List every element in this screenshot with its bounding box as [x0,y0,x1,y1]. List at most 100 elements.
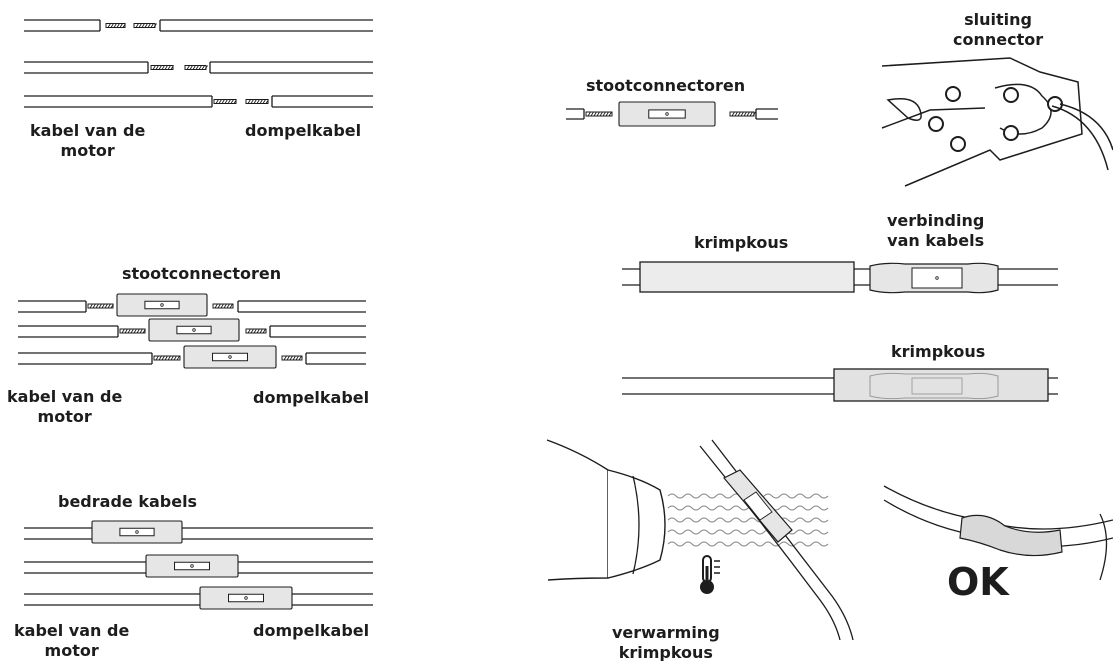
pump-wire-strand [133,23,157,28]
strand-twist [135,23,157,28]
strand-twist [247,328,266,334]
pump-wire-strand [281,355,303,361]
connector-core [212,352,248,362]
tool-outline [881,57,1083,187]
connector-core [911,267,963,289]
shrink-tube-icon [639,261,855,293]
strand-twist [186,65,208,70]
strand-twist [107,23,126,28]
butt-connector-icon [199,586,293,610]
motor-cable [18,352,153,365]
tool-jaw [994,83,1052,135]
nozzle-ring [632,475,640,575]
submersible-cable [269,325,366,338]
panel-shrink-tube-over-joint [622,368,1058,402]
connector-core [119,527,155,537]
connector-core [228,593,264,603]
hidden-core [911,377,963,395]
connector-core [176,325,212,335]
heat-gun-icon [546,439,609,581]
connector-core [743,491,773,521]
connector-hole [135,530,139,534]
butt-connectors-title-right: stootconnectoren [586,76,746,95]
strand-twist [587,111,612,117]
motor-cable [24,61,149,74]
tool-pin [950,136,966,152]
pump-wire-strand [245,328,267,334]
heat-wave [667,529,829,535]
crimp-tool-icon [881,57,1113,187]
motor-wire-strand [87,303,114,309]
tool-pin [928,116,944,132]
panel-crimped-cables [24,520,373,610]
strand-twist [214,303,233,309]
heat-wave [667,505,829,511]
hidden-connector [869,372,999,400]
connector-hole [192,328,196,332]
submersible-cable [237,300,366,313]
connector-core [648,109,686,119]
connector-hole [665,112,669,116]
cable-bend [1099,513,1108,581]
tool-handle [881,107,986,129]
submersible-cable [755,108,778,120]
thermometer-bulb [700,580,714,594]
tool-pin [945,86,961,102]
motor-wire-strand [585,111,613,117]
tool-pin [1003,87,1019,103]
motor-wire-strand [119,328,146,334]
strand-twist [215,99,237,104]
connector-hole [244,596,248,600]
butt-connector-icon [145,554,239,578]
heat-wave [667,541,829,547]
heated-cable [711,439,854,641]
motor-cable [18,325,119,338]
strand-twist [283,355,302,361]
submersible-cable [305,352,366,365]
connector-hole [190,564,194,568]
motor-wire-strand [153,355,181,361]
motor-cable [24,561,146,574]
strand-twist [152,65,174,70]
panel-heat-gun [546,439,854,641]
tool-cable [1059,103,1113,151]
strand-twist [121,328,146,334]
panel-finished-joint [883,485,1113,581]
motor-wire-strand [105,23,126,28]
shrink-tube-title-1: krimpkous [694,233,789,252]
motor-cable [24,593,200,606]
connector-core [144,300,180,310]
butt-connector-icon [618,101,716,127]
butt-connectors-title-left: stootconnectoren [122,264,282,283]
motor-cable [24,19,101,32]
connector-hole [160,303,164,307]
submersible-cable [159,19,373,32]
motor-cable [18,300,87,313]
pump-wire-strand [184,65,208,70]
submersible-cable [292,593,373,606]
submersible-cable [209,61,373,74]
strand-twist [731,111,756,117]
ok-label: OK [947,560,1009,604]
panel-stripped-cables [24,19,373,108]
motor-wire-strand [213,99,237,104]
butt-connector-icon [148,318,240,342]
motor-cable [24,95,213,108]
submersible-cable-label-3: dompelkabel [253,621,370,640]
butt-connector-icon [91,520,183,544]
crimped-cables-title: bedrade kabels [58,492,198,511]
submersible-cable [182,527,373,540]
connector-hole [935,276,939,280]
motor-cable [566,108,585,120]
pump-wire-strand [729,111,756,117]
strand-twist [247,99,269,104]
submersible-cable-label-1: dompelkabel [245,121,362,140]
shrink-tube-icon [959,514,1063,557]
